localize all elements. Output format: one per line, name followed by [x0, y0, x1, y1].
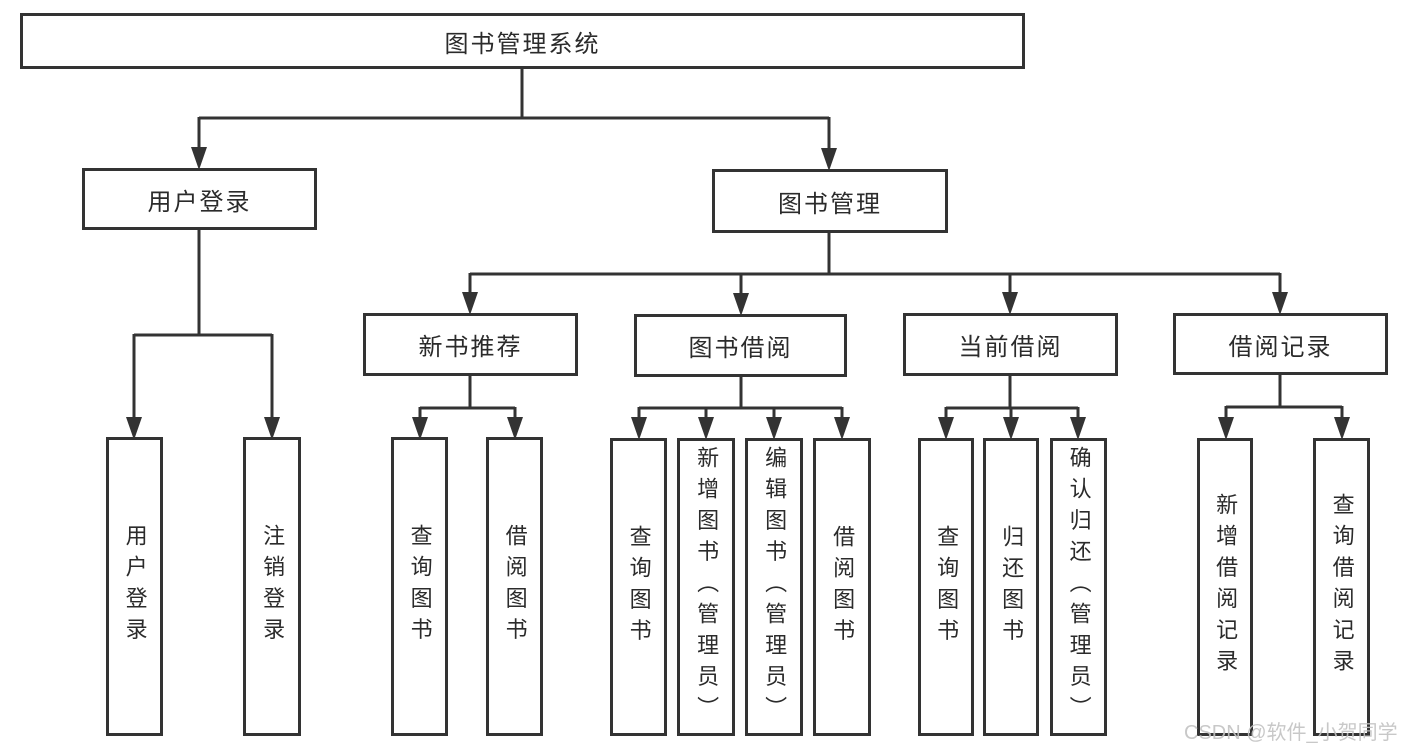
- leaf-current-query-books: 查询图书: [918, 438, 974, 736]
- leaf-return-books: 归还图书: [983, 438, 1039, 736]
- node-book-borrowing: 图书借阅: [634, 314, 847, 377]
- node-user-login: 用户登录: [82, 168, 317, 230]
- leaf-borrow-query-books: 查询图书: [610, 438, 667, 736]
- node-current-borrowing: 当前借阅: [903, 313, 1118, 376]
- csdn-watermark: CSDN @软件_小贺同学: [1184, 722, 1398, 744]
- node-book-management: 图书管理: [712, 169, 948, 233]
- leaf-rec-borrow-books: 借阅图书: [486, 437, 543, 736]
- arrowhead-icons: [126, 147, 1350, 440]
- leaf-confirm-return-admin: 确认归还（管理员）: [1050, 438, 1107, 736]
- node-new-book-recommendation: 新书推荐: [363, 313, 578, 376]
- leaf-query-borrow-record: 查询借阅记录: [1313, 438, 1370, 736]
- leaf-add-books-admin: 新增图书（管理员）: [677, 438, 735, 736]
- leaf-add-borrow-record: 新增借阅记录: [1197, 438, 1253, 736]
- leaf-logout: 注销登录: [243, 437, 301, 736]
- leaf-edit-books-admin: 编辑图书（管理员）: [745, 438, 803, 736]
- leaf-user-login: 用户登录: [106, 437, 163, 736]
- node-borrowing-records: 借阅记录: [1173, 313, 1388, 375]
- node-library-management-system: 图书管理系统: [20, 13, 1025, 69]
- leaf-rec-query-books: 查询图书: [391, 437, 448, 736]
- leaf-borrow-books: 借阅图书: [813, 438, 871, 736]
